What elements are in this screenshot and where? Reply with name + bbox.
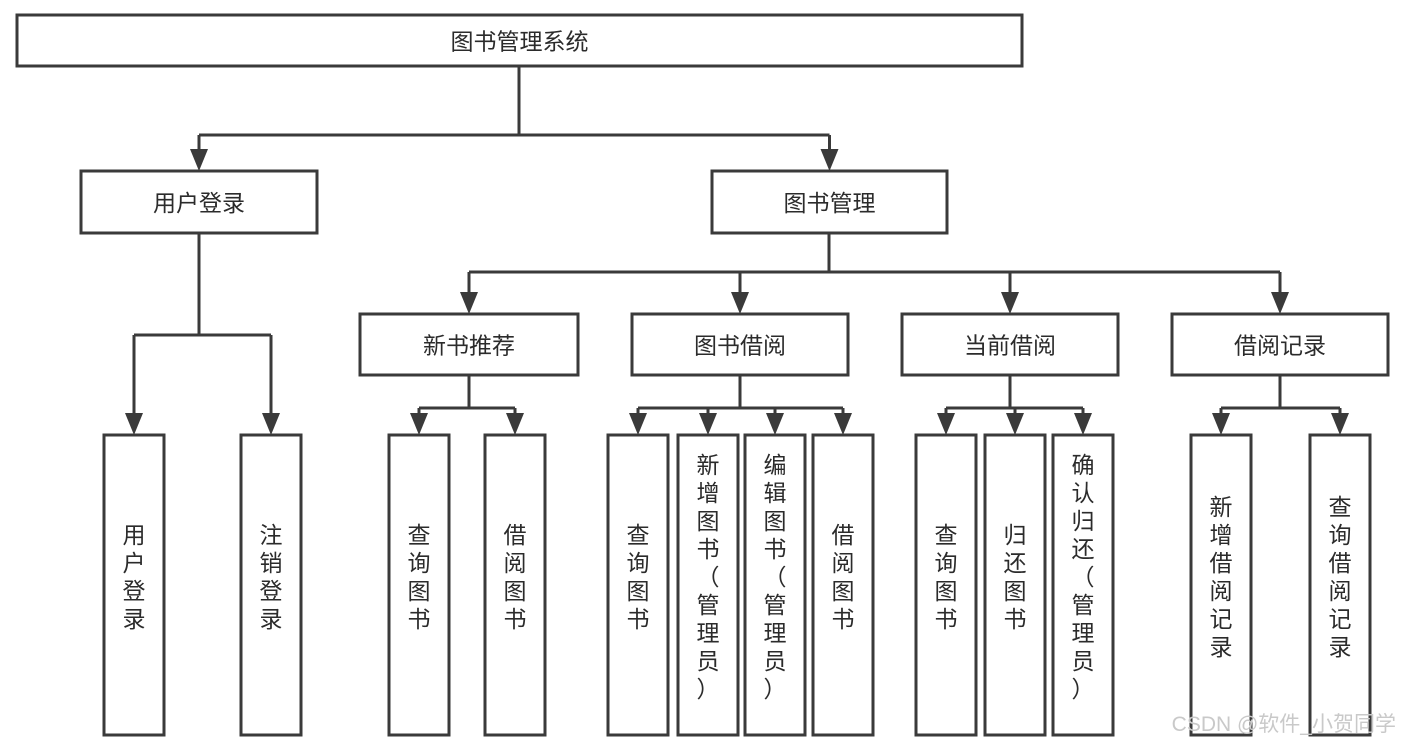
node-layer: 图书管理系统用户登录图书管理新书推荐图书借阅当前借阅借阅记录用户登录注销登录查询… xyxy=(15,13,1390,737)
arrow-down-icon xyxy=(1271,292,1289,314)
node-leaf-confirm-return-box[interactable] xyxy=(1051,433,1115,737)
node-leaf-logout-box[interactable] xyxy=(239,433,303,737)
node-leaf-add-borrow-record-label: 新增借阅记录 xyxy=(1210,494,1233,660)
arrow-down-icon xyxy=(731,292,749,314)
node-book-management-box[interactable] xyxy=(710,169,949,235)
arrow-down-icon xyxy=(1212,413,1230,435)
node-leaf-query-borrow-record-label: 查询借阅记录 xyxy=(1329,494,1352,660)
node-leaf-borrow-book-recommend-label: 借阅图书 xyxy=(504,522,527,632)
arrow-down-icon xyxy=(125,413,143,435)
node-borrow-record-label: 借阅记录 xyxy=(1234,333,1326,359)
connector-user-login-to-leaves xyxy=(125,233,280,435)
node-root-label: 图书管理系统 xyxy=(451,29,589,55)
node-leaf-add-borrow-record-box[interactable] xyxy=(1189,433,1253,737)
node-leaf-confirm-return[interactable]: 确认归还（管理员） xyxy=(1051,433,1115,737)
connector-borrow-record-to-leaves xyxy=(1212,375,1349,435)
node-leaf-add-book[interactable]: 新增图书（管理员） xyxy=(676,433,740,737)
node-leaf-query-book-recommend[interactable]: 查询图书 xyxy=(387,433,451,737)
node-current-borrow[interactable]: 当前借阅 xyxy=(900,312,1120,377)
node-leaf-query-borrow-record[interactable]: 查询借阅记录 xyxy=(1308,433,1372,737)
node-leaf-return-book-label: 归还图书 xyxy=(1004,522,1027,632)
node-root-box[interactable] xyxy=(15,13,1024,68)
arrow-down-icon xyxy=(1006,413,1024,435)
node-user-login-box[interactable] xyxy=(79,169,319,235)
node-leaf-borrow-book[interactable]: 借阅图书 xyxy=(811,433,875,737)
node-leaf-borrow-book-box[interactable] xyxy=(811,433,875,737)
connector-new-book-recommend-to-leaves xyxy=(410,375,524,435)
connector-root-to-level2 xyxy=(190,66,839,171)
arrow-down-icon xyxy=(1331,413,1349,435)
arrow-down-icon xyxy=(629,413,647,435)
node-leaf-query-book-borrow-label: 查询图书 xyxy=(627,522,650,632)
node-leaf-query-book-borrow-box[interactable] xyxy=(606,433,670,737)
connector-book-management-to-level3 xyxy=(460,233,1289,314)
node-leaf-logout[interactable]: 注销登录 xyxy=(239,433,303,737)
node-new-book-recommend-label: 新书推荐 xyxy=(423,333,515,359)
node-leaf-query-book-recommend-label: 查询图书 xyxy=(408,522,431,632)
arrow-down-icon xyxy=(460,292,478,314)
arrow-down-icon xyxy=(190,149,208,171)
connector-layer xyxy=(125,66,1349,435)
node-new-book-recommend-box[interactable] xyxy=(358,312,580,377)
node-leaf-query-book-current[interactable]: 查询图书 xyxy=(914,433,978,737)
node-leaf-add-borrow-record[interactable]: 新增借阅记录 xyxy=(1189,433,1253,737)
node-current-borrow-box[interactable] xyxy=(900,312,1120,377)
node-leaf-query-book-borrow[interactable]: 查询图书 xyxy=(606,433,670,737)
node-leaf-user-login-box[interactable] xyxy=(102,433,166,737)
node-leaf-borrow-book-recommend[interactable]: 借阅图书 xyxy=(483,433,547,737)
arrow-down-icon xyxy=(766,413,784,435)
arrow-down-icon xyxy=(410,413,428,435)
node-leaf-query-book-current-box[interactable] xyxy=(914,433,978,737)
node-leaf-borrow-book-recommend-box[interactable] xyxy=(483,433,547,737)
node-book-borrow-box[interactable] xyxy=(630,312,850,377)
node-leaf-edit-book-label: 编辑图书（管理员） xyxy=(764,452,787,702)
node-user-login-label: 用户登录 xyxy=(153,190,245,216)
node-user-login[interactable]: 用户登录 xyxy=(79,169,319,235)
connector-current-borrow-to-leaves xyxy=(937,375,1092,435)
node-book-borrow-label: 图书借阅 xyxy=(694,333,786,359)
connector-book-borrow-to-leaves xyxy=(629,375,852,435)
arrow-down-icon xyxy=(937,413,955,435)
node-leaf-confirm-return-label: 确认归还（管理员） xyxy=(1072,452,1095,702)
arrow-down-icon xyxy=(1001,292,1019,314)
node-leaf-borrow-book-label: 借阅图书 xyxy=(832,522,855,632)
node-new-book-recommend[interactable]: 新书推荐 xyxy=(358,312,580,377)
node-leaf-query-book-recommend-box[interactable] xyxy=(387,433,451,737)
csdn-watermark: CSDN @软件_小贺同学 xyxy=(1172,713,1396,736)
node-current-borrow-label: 当前借阅 xyxy=(964,333,1056,359)
node-book-management-label: 图书管理 xyxy=(784,190,876,216)
arrow-down-icon xyxy=(699,413,717,435)
node-leaf-return-book[interactable]: 归还图书 xyxy=(983,433,1047,737)
node-leaf-query-borrow-record-box[interactable] xyxy=(1308,433,1372,737)
node-leaf-edit-book-box[interactable] xyxy=(743,433,807,737)
arrow-down-icon xyxy=(506,413,524,435)
node-leaf-add-book-box[interactable] xyxy=(676,433,740,737)
node-leaf-logout-label: 注销登录 xyxy=(260,522,283,632)
node-leaf-return-book-box[interactable] xyxy=(983,433,1047,737)
node-leaf-add-book-label: 新增图书（管理员） xyxy=(697,452,720,702)
arrow-down-icon xyxy=(820,149,839,171)
arrow-down-icon xyxy=(834,413,852,435)
arrow-down-icon xyxy=(1074,413,1092,435)
arrow-down-icon xyxy=(262,413,280,435)
node-leaf-query-book-current-label: 查询图书 xyxy=(935,522,958,632)
node-book-management[interactable]: 图书管理 xyxy=(710,169,949,235)
node-book-borrow[interactable]: 图书借阅 xyxy=(630,312,850,377)
node-borrow-record[interactable]: 借阅记录 xyxy=(1170,312,1390,377)
node-leaf-user-login[interactable]: 用户登录 xyxy=(102,433,166,737)
node-root[interactable]: 图书管理系统 xyxy=(15,13,1024,68)
node-leaf-edit-book[interactable]: 编辑图书（管理员） xyxy=(743,433,807,737)
node-borrow-record-box[interactable] xyxy=(1170,312,1390,377)
node-leaf-user-login-label: 用户登录 xyxy=(123,522,146,632)
